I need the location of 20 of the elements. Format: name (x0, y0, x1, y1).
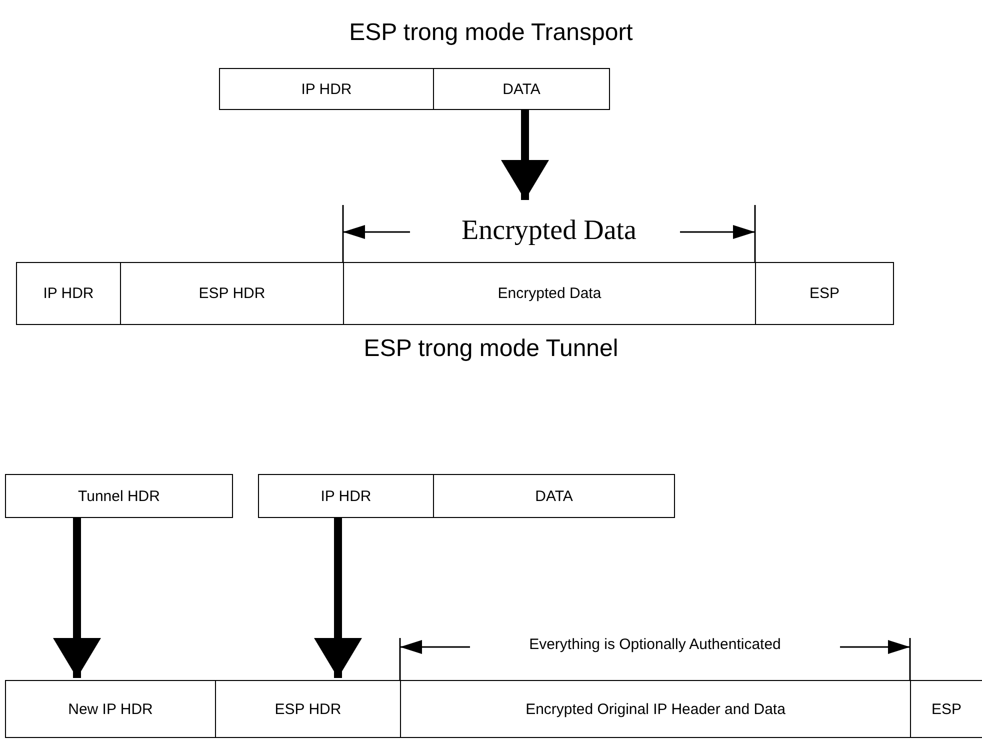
packet-field: DATA (433, 68, 610, 110)
dimension-label: Encrypted Data (462, 216, 636, 247)
dimension-label: Everything is Optionally Authenticated (529, 637, 781, 654)
section-heading: ESP trong mode Transport (349, 20, 633, 46)
section-heading: ESP trong mode Tunnel (364, 336, 618, 362)
down-arrow (501, 110, 549, 200)
down-arrow (314, 518, 362, 678)
packet-field: Encrypted Original IP Header and Data (400, 680, 911, 738)
packet-field: IP HDR (258, 474, 434, 518)
packet-field: Tunnel HDR (5, 474, 233, 518)
packet-field: ESP HDR (120, 262, 344, 325)
packet-field: ESP (755, 262, 894, 325)
packet-field: IP HDR (219, 68, 434, 110)
packet-field: Encrypted Data (343, 262, 756, 325)
down-arrow (53, 518, 101, 678)
packet-field: IP HDR (16, 262, 121, 325)
packet-field: ESP HDR (215, 680, 401, 738)
packet-field: ESP (910, 680, 982, 738)
packet-field: DATA (433, 474, 675, 518)
packet-field: New IP HDR (5, 680, 216, 738)
